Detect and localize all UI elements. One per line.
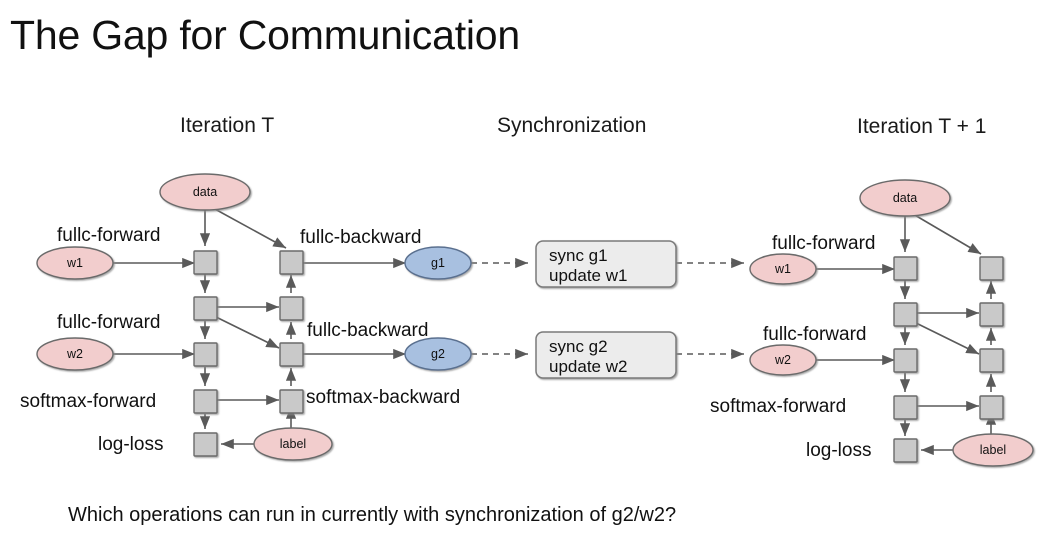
ellipse-shape [749, 344, 817, 376]
node-data-iteration-t[interactable]: data [159, 173, 251, 211]
ellipse-shape [859, 179, 951, 217]
op-node-right-forward-2[interactable] [893, 302, 918, 327]
node-w1-iteration-t-plus-1[interactable]: w1 [749, 253, 817, 285]
node-g1-gradient[interactable]: g1 [404, 246, 472, 280]
edges-synchronization [471, 257, 744, 360]
op-label-right-log-loss: log-loss [806, 440, 872, 461]
ellipse-shape [36, 246, 114, 280]
node-label: label [280, 437, 306, 451]
op-label-log-loss: log-loss [98, 434, 164, 455]
op-node-softmax-forward[interactable] [193, 389, 218, 414]
op-node-right-softmax-forward[interactable] [893, 395, 918, 420]
node-label: g2 [431, 347, 445, 361]
sync-box-g1[interactable]: sync g1 update w1 [535, 240, 677, 288]
column-header-iteration-t: Iteration T [180, 114, 275, 137]
sync-box-line-2: update w2 [549, 357, 627, 376]
op-node-forward-2[interactable] [193, 296, 218, 321]
op-label-right-softmax-forward: softmax-forward [710, 396, 847, 417]
node-w2-iteration-t-plus-1[interactable]: w2 [749, 344, 817, 376]
op-label-softmax-forward: softmax-forward [20, 391, 157, 412]
box-shape [535, 240, 677, 288]
sync-box-line-1: sync g1 [549, 246, 608, 265]
node-label: w1 [66, 256, 83, 270]
op-label-right-fullc-forward-2: fullc-forward [763, 324, 867, 345]
op-node-right-fullc-backward-1[interactable] [979, 256, 1004, 281]
node-label: data [193, 185, 217, 199]
op-node-right-fullc-forward-1[interactable] [893, 256, 918, 281]
node-label-iteration-t-plus-1[interactable]: label [952, 433, 1034, 467]
op-node-right-log-loss[interactable] [893, 438, 918, 463]
op-node-fullc-forward-1[interactable] [193, 250, 218, 275]
sync-box-line-1: sync g2 [549, 337, 608, 356]
edge-data-to-fullc-backward-1 [212, 207, 287, 249]
node-label: g1 [431, 256, 445, 270]
node-label: w2 [774, 353, 791, 367]
node-w1-iteration-t[interactable]: w1 [36, 246, 114, 280]
ellipse-shape [36, 337, 114, 371]
column-header-iteration-t-plus-1: Iteration T + 1 [857, 115, 987, 138]
page-title: The Gap for Communication [10, 12, 521, 58]
node-w2-iteration-t[interactable]: w2 [36, 337, 114, 371]
ellipse-shape [159, 173, 251, 211]
op-label-fullc-backward-2: fullc-backward [307, 320, 429, 341]
op-label-fullc-backward-1: fullc-backward [300, 227, 422, 248]
node-data-iteration-t-plus-1[interactable]: data [859, 179, 951, 217]
nodes-synchronization: sync g1 update w1 sync g2 update w2 [535, 240, 677, 379]
sync-box-line-2: update w1 [549, 266, 627, 285]
node-label-iteration-t[interactable]: label [253, 427, 333, 461]
op-node-log-loss[interactable] [193, 432, 218, 457]
op-label-fullc-forward-1: fullc-forward [57, 225, 161, 246]
op-label-right-fullc-forward-1: fullc-forward [772, 233, 876, 254]
nodes-iteration-t: data w1 w2 label g1 [36, 173, 472, 461]
op-label-softmax-backward: softmax-backward [306, 387, 461, 408]
box-shape [535, 331, 677, 379]
node-label: w1 [774, 262, 791, 276]
edge-right-data-to-fullc-backward-1 [912, 213, 982, 255]
op-node-softmax-backward[interactable] [279, 389, 304, 414]
op-node-right-backward-2[interactable] [979, 302, 1004, 327]
column-header-synchronization: Synchronization [497, 114, 647, 137]
slide-caption-question: Which operations can run in currently wi… [68, 504, 677, 526]
op-label-fullc-forward-2: fullc-forward [57, 312, 161, 333]
ellipse-shape [404, 246, 472, 280]
node-g2-gradient[interactable]: g2 [404, 337, 472, 371]
op-node-fullc-backward-1[interactable] [279, 250, 304, 275]
nodes-iteration-t-plus-1: data w1 w2 label [749, 179, 1034, 467]
node-label: data [893, 191, 917, 205]
edges-iteration-t-plus-1 [816, 213, 997, 456]
edge-fwd2-to-bwd3 [213, 315, 280, 349]
edges-iteration-t [113, 207, 406, 450]
op-node-fullc-backward-2[interactable] [279, 342, 304, 367]
ellipse-shape [749, 253, 817, 285]
node-label: label [980, 443, 1006, 457]
edge-right-fwd2-to-bwd3 [913, 321, 980, 355]
op-node-right-softmax-backward[interactable] [979, 395, 1004, 420]
op-node-right-fullc-backward-2[interactable] [979, 348, 1004, 373]
node-label: w2 [66, 347, 83, 361]
op-node-fullc-forward-2[interactable] [193, 342, 218, 367]
op-node-right-fullc-forward-2[interactable] [893, 348, 918, 373]
ellipse-shape [253, 427, 333, 461]
ellipse-shape [404, 337, 472, 371]
sync-box-g2[interactable]: sync g2 update w2 [535, 331, 677, 379]
op-node-backward-2[interactable] [279, 296, 304, 321]
ellipse-shape [952, 433, 1034, 467]
